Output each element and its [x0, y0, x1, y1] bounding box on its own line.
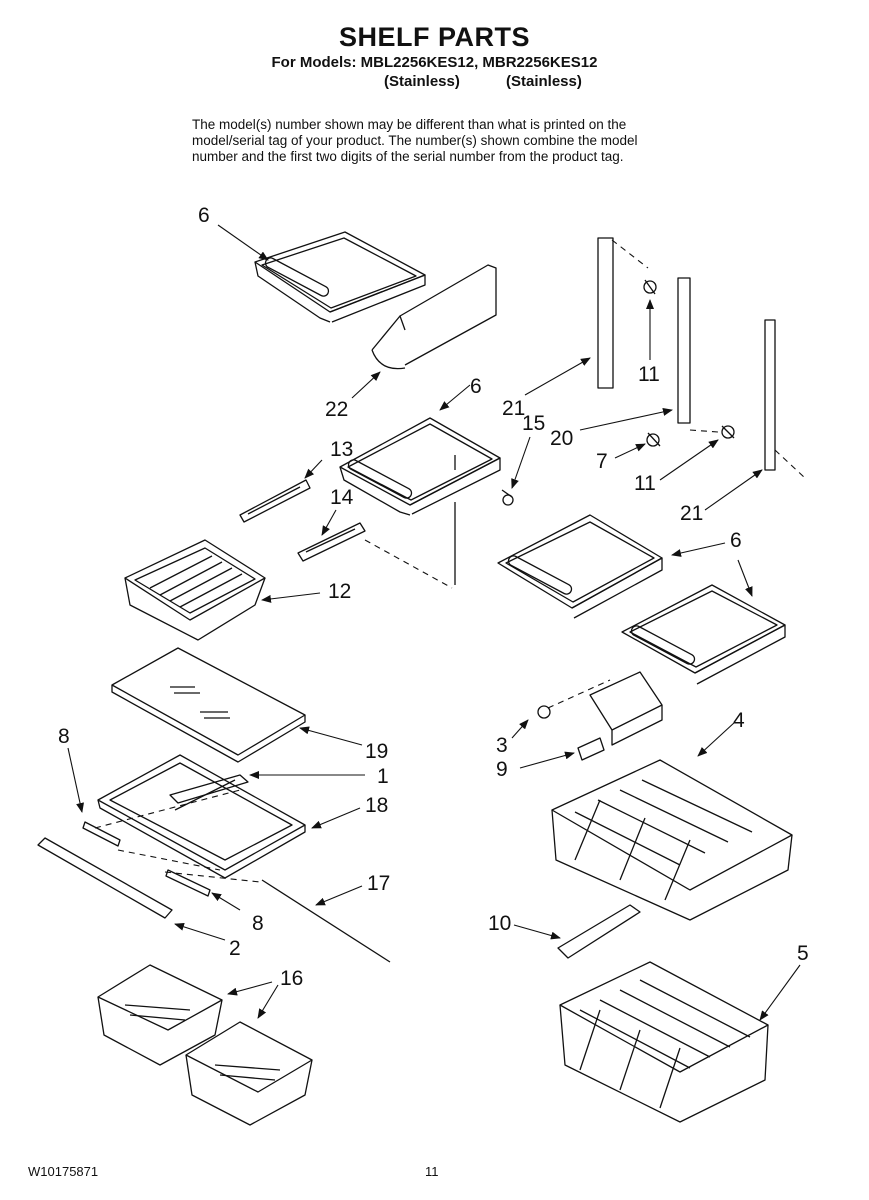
callout-leaders [67, 224, 801, 1021]
callout-21-left: 21 [502, 397, 525, 420]
upright-rail-21-right [764, 319, 776, 471]
variant-right: (Stainless) [506, 73, 582, 90]
callout-13: 13 [330, 438, 353, 461]
rod-17 [261, 879, 391, 963]
callout-1: 1 [377, 765, 389, 788]
callout-6-middle: 6 [470, 375, 482, 398]
callout-20: 20 [550, 427, 573, 450]
pan-12 [124, 539, 266, 641]
wire-basket-4 [551, 759, 793, 921]
screw-11-upper [643, 279, 657, 295]
callout-12: 12 [328, 580, 351, 603]
callout-3: 3 [496, 734, 508, 757]
screw-15 [501, 489, 514, 506]
note-line-2: model/serial tag of your product. The nu… [192, 133, 638, 148]
slide-rail-13 [239, 479, 311, 523]
slide-rail-14 [297, 522, 366, 562]
callout-21-right: 21 [680, 502, 703, 525]
callout-11-upper: 11 [638, 363, 660, 386]
variant-left: (Stainless) [384, 73, 460, 90]
callout-numbers: 6 22 6 21 15 13 20 11 7 11 14 21 6 12 3 … [58, 204, 809, 990]
callout-22: 22 [325, 398, 348, 421]
page-number: 11 [425, 1164, 439, 1179]
callout-15: 15 [522, 412, 545, 435]
wire-basket-5 [559, 961, 769, 1123]
callout-17: 17 [367, 872, 390, 895]
basket-divider-10 [557, 904, 641, 959]
basket-bracket-3 [537, 671, 663, 746]
callout-6-top: 6 [198, 204, 210, 227]
glass-shelf-19 [111, 647, 306, 763]
callout-5: 5 [797, 942, 809, 965]
callout-8-left: 8 [58, 725, 70, 748]
trim-2 [37, 837, 173, 919]
callout-7: 7 [596, 450, 608, 473]
models-line: For Models: MBL2256KES12, MBR2256KES12 [271, 54, 598, 71]
page-title: SHELF PARTS [338, 22, 530, 52]
crisper-drawer-16-left [97, 964, 223, 1066]
upright-rail-21-left [597, 237, 614, 389]
bracket-8-left [82, 821, 121, 847]
callout-9: 9 [496, 758, 508, 781]
callout-4: 4 [733, 709, 745, 732]
callout-19: 19 [365, 740, 388, 763]
document-part-number: W10175871 [28, 1164, 99, 1179]
note-line-1: The model(s) number shown may be differe… [192, 117, 627, 132]
bracket-8-right [165, 869, 211, 897]
upright-rail-20 [677, 277, 691, 424]
callout-11-lower: 11 [634, 472, 656, 495]
assembly-lines [94, 239, 806, 883]
shelf-6-middle [339, 417, 501, 585]
callout-2: 2 [229, 937, 241, 960]
shelf-6-right-middle [497, 514, 663, 619]
callout-10: 10 [488, 912, 511, 935]
callout-16: 16 [280, 967, 303, 990]
screw-7 [646, 432, 661, 447]
crisper-drawer-16-right [185, 1021, 313, 1126]
note-line-3: number and the first two digits of the s… [192, 149, 624, 164]
shelf-6-top [254, 231, 426, 323]
model-note: The model(s) number shown may be differe… [192, 117, 712, 165]
door-cover-22 [371, 264, 497, 370]
callout-8-right: 8 [252, 912, 264, 935]
shelf-6-right-lower [621, 584, 786, 685]
basket-divider-9 [577, 737, 605, 761]
screw-11-lower [721, 425, 735, 439]
crisper-frame-18 [97, 754, 306, 879]
callout-6-right: 6 [730, 529, 742, 552]
callout-18: 18 [365, 794, 388, 817]
callout-14: 14 [330, 486, 354, 509]
